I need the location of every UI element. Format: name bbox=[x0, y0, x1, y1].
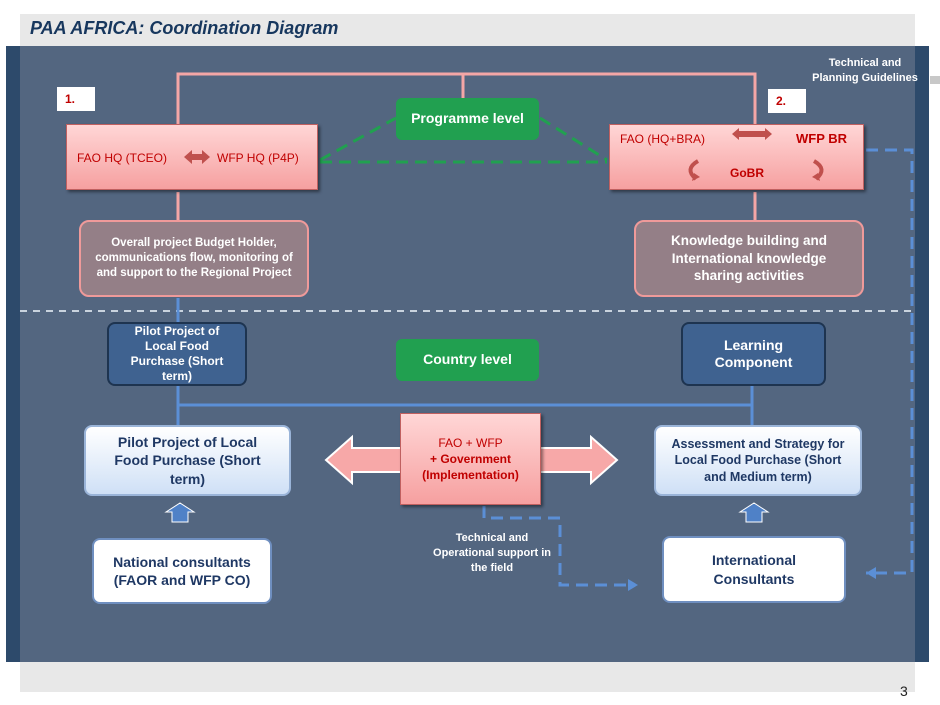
learning-component-box: Learning Component bbox=[681, 322, 826, 386]
double-arrow-right bbox=[539, 434, 619, 486]
implementation-line-3: (Implementation) bbox=[422, 468, 519, 483]
support-dashed-line bbox=[482, 506, 630, 587]
country-level-box: Country level bbox=[396, 339, 539, 381]
pilot-project-top-box: Pilot Project of Local Food Purchase (Sh… bbox=[107, 322, 247, 386]
overall-budget-box: Overall project Budget Holder, communica… bbox=[79, 220, 309, 297]
fao-wfp-br-box: FAO (HQ+BRA) WFP BR GoBR bbox=[609, 124, 864, 190]
green-dash-left bbox=[319, 116, 397, 162]
knowledge-building-box: Knowledge building and International kno… bbox=[634, 220, 864, 297]
national-consultants-box: National consultants (FAOR and WFP CO) bbox=[92, 538, 272, 604]
right-strip bbox=[915, 46, 929, 662]
title-bar bbox=[20, 14, 915, 46]
curved-arrow-left-icon bbox=[688, 159, 700, 181]
assessment-strategy-box: Assessment and Strategy for Local Food P… bbox=[654, 425, 862, 496]
page-title: PAA AFRICA: Coordination Diagram bbox=[30, 18, 339, 38]
programme-level-box: Programme level bbox=[396, 98, 539, 140]
label-number-1: 1. bbox=[57, 87, 95, 111]
label-number-2: 2. bbox=[768, 89, 806, 113]
up-arrow-right-icon bbox=[738, 502, 770, 523]
guidelines-dashed-line bbox=[866, 148, 914, 575]
green-dash-right bbox=[539, 116, 608, 162]
pilot-project-bottom-box: Pilot Project of Local Food Purchase (Sh… bbox=[84, 425, 291, 496]
double-arrow-hq-icon bbox=[184, 150, 210, 164]
implementation-box: FAO + WFP + Government (Implementation) bbox=[400, 413, 541, 505]
technical-operational-note: Technical and Operational support in the… bbox=[433, 532, 551, 574]
fao-hq-label: FAO HQ (TCEO) bbox=[77, 151, 167, 165]
technical-planning-note: Technical and Planning Guidelines bbox=[812, 57, 918, 84]
double-arrow-left bbox=[324, 434, 403, 486]
fao-hq-bra-label: FAO (HQ+BRA) bbox=[620, 132, 706, 146]
implementation-line-2: + Government bbox=[429, 451, 512, 466]
gobr-label: GoBR bbox=[730, 166, 764, 180]
implementation-line-1: FAO + WFP bbox=[438, 435, 503, 450]
curved-arrow-right-icon bbox=[812, 159, 824, 181]
fao-wfp-hq-box: FAO HQ (TCEO) WFP HQ (P4P) bbox=[66, 124, 318, 190]
guidelines-arrowhead bbox=[866, 567, 876, 579]
wfp-hq-label: WFP HQ (P4P) bbox=[217, 151, 299, 165]
double-arrow-br-icon bbox=[732, 128, 772, 140]
top-bracket-line bbox=[176, 72, 757, 124]
support-arrowhead bbox=[628, 579, 638, 591]
bottom-bar bbox=[20, 662, 915, 692]
up-arrow-left-icon bbox=[164, 502, 196, 523]
wfp-br-label: WFP BR bbox=[796, 131, 848, 146]
international-consultants-box: International Consultants bbox=[662, 536, 846, 603]
right-tab bbox=[930, 76, 940, 84]
left-strip bbox=[6, 46, 20, 662]
page-number: 3 bbox=[900, 683, 908, 699]
